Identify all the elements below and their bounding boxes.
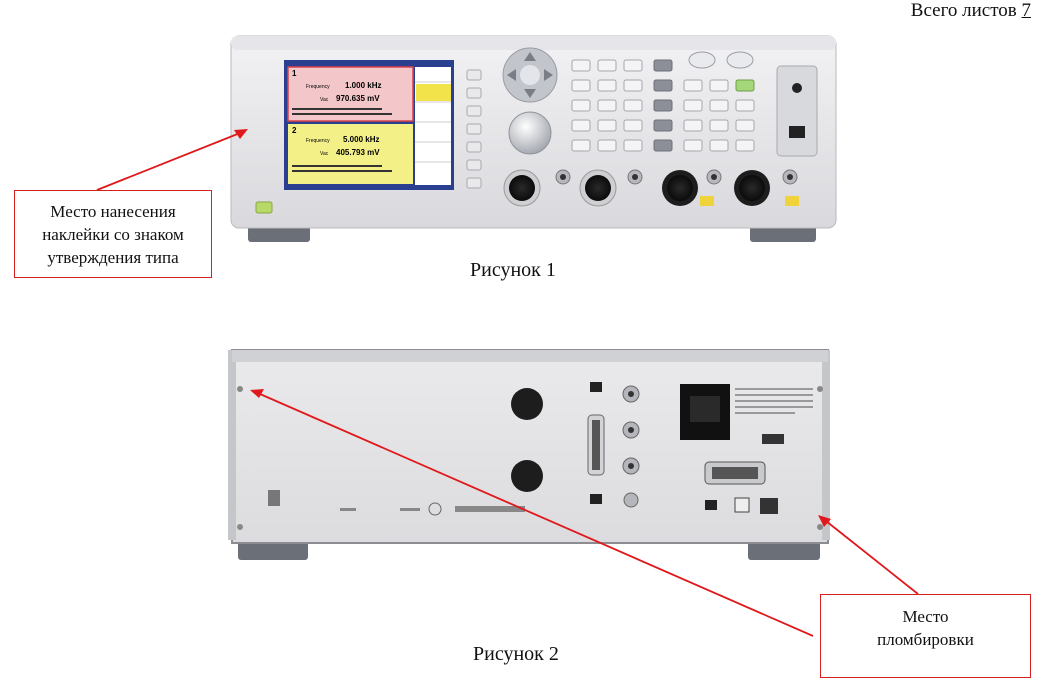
callout-line: Место bbox=[902, 607, 949, 626]
ch1-freq-label: Frequency bbox=[306, 84, 330, 90]
callout-line: наклейки со знаком bbox=[42, 225, 184, 244]
sheets-number: 7 bbox=[1021, 0, 1032, 21]
rear-panel-instrument bbox=[228, 349, 830, 560]
sticker-arrow bbox=[96, 132, 241, 191]
ch2-freq-label: Frequency bbox=[306, 138, 330, 144]
ch2-number: 2 bbox=[292, 126, 297, 135]
ch1-level-value: 970.635 mV bbox=[336, 94, 380, 103]
callout-line: пломбировки bbox=[877, 630, 974, 649]
ch1-number: 1 bbox=[292, 69, 297, 78]
sheet-count: Всего листов 7 bbox=[911, 0, 1031, 22]
ch1-level-label: Vac bbox=[320, 97, 329, 103]
sheets-label: Всего листов bbox=[910, 0, 1017, 21]
seal-arrow-right bbox=[825, 520, 919, 595]
ch2-freq-value: 5.000 kHz bbox=[343, 135, 379, 144]
ch1-freq-value: 1.000 kHz bbox=[345, 81, 381, 90]
ch2-level-label: Vac bbox=[320, 151, 329, 157]
callout-line: Место нанесения bbox=[50, 202, 176, 221]
callout-line: утверждения типа bbox=[47, 248, 179, 267]
callout-sticker-location: Место нанесения наклейки со знаком утвер… bbox=[14, 190, 212, 278]
ch2-level-value: 405.793 mV bbox=[336, 148, 380, 157]
front-panel-instrument: 1 Frequency 1.000 kHz Vac 970.635 mV 2 F… bbox=[230, 35, 837, 242]
figure1-caption: Рисунок 1 bbox=[470, 259, 556, 281]
seal-arrow-left bbox=[259, 393, 814, 637]
figure2-caption: Рисунок 2 bbox=[473, 643, 559, 665]
callout-seal-location: Место пломбировки bbox=[820, 594, 1031, 678]
